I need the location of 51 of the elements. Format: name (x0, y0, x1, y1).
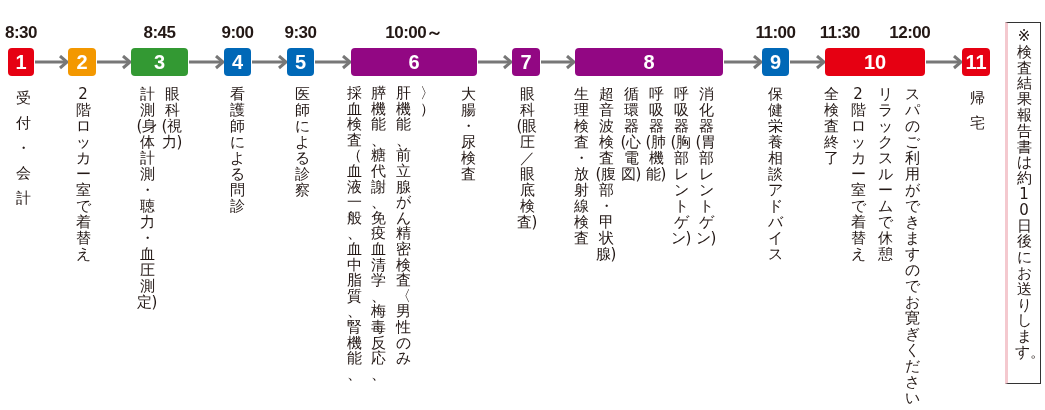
step-description: 2階ロッカー室で着替え (74, 86, 92, 262)
arrow (97, 54, 132, 70)
step-number-box: 5 (287, 48, 314, 76)
step-number-box: 10 (825, 48, 925, 76)
arrow (189, 54, 225, 70)
arrow (724, 54, 763, 70)
step-description: スパのご利用ができますのでお寛ぎください (903, 86, 921, 406)
step-description: 保健栄養相談アドバイス (766, 86, 785, 262)
step-description: 2階ロッカー室で着替え (849, 86, 867, 262)
step-number-box: 7 (512, 48, 540, 76)
step-description: 眼科(眼圧／眼底検査) (516, 86, 538, 230)
arrow (541, 54, 576, 70)
step-description: 帰宅 (968, 88, 986, 134)
step-description: 循環器(心電図) (620, 86, 642, 182)
step-description: 採血検査（血液一般、血中脂質、腎機能、膵機能、糖代謝、免疫血清学、梅毒反応、肝機能、前立腺がん精密検査〈男性のみ〉） (345, 86, 437, 385)
time-label: 8:45 (143, 22, 176, 44)
step-number-box: 9 (762, 48, 789, 76)
arrow (35, 54, 69, 70)
time-label: 11:00 (755, 22, 796, 44)
time-label: 8:30 (5, 22, 37, 44)
arrow (790, 54, 826, 70)
step-description: 生理検査・放射線検査 (572, 86, 590, 246)
step-description: 呼吸器(胸部レントゲン) (670, 86, 692, 246)
step-number-box: 8 (575, 48, 723, 76)
step-description: 計測(身体計測・聴力・血圧測定) (136, 86, 158, 310)
step-description: 看護師による問診 (228, 86, 246, 214)
step-description: 受付・会計 (14, 88, 32, 209)
step-number-box: 3 (131, 48, 188, 76)
arrow (478, 54, 513, 70)
arrow (252, 54, 288, 70)
note-box: ※検査結果報告書は約10日後にお送りします。 (1005, 22, 1041, 384)
time-label: 11:30 (819, 22, 860, 44)
step-description: 超音波検査(腹部・甲状腺) (595, 86, 617, 262)
arrow (315, 54, 352, 70)
step-description: 消化器(胃部レントゲン) (695, 86, 717, 246)
step-description: 医師による診察 (293, 86, 311, 198)
step-number-box: 6 (351, 48, 477, 76)
step-number-box: 2 (68, 48, 96, 76)
step-description: リラックスルームで休憩 (876, 86, 894, 262)
time-label: 9:30 (284, 22, 317, 44)
step-number-box: 4 (224, 48, 251, 76)
step-description: 眼科(視力) (161, 86, 183, 150)
step-number-box: 11 (962, 48, 990, 76)
step-description: 大腸・尿検査 (459, 86, 477, 182)
time-label: 9:00 (221, 22, 254, 44)
arrow (926, 54, 963, 70)
step-description: 全検査終了 (822, 86, 840, 166)
time-label: 10:00～ (385, 22, 443, 44)
step-description: 呼吸器(肺機能) (645, 86, 667, 182)
step-number-box: 1 (8, 48, 34, 76)
time-label: 12:00 (889, 22, 931, 44)
